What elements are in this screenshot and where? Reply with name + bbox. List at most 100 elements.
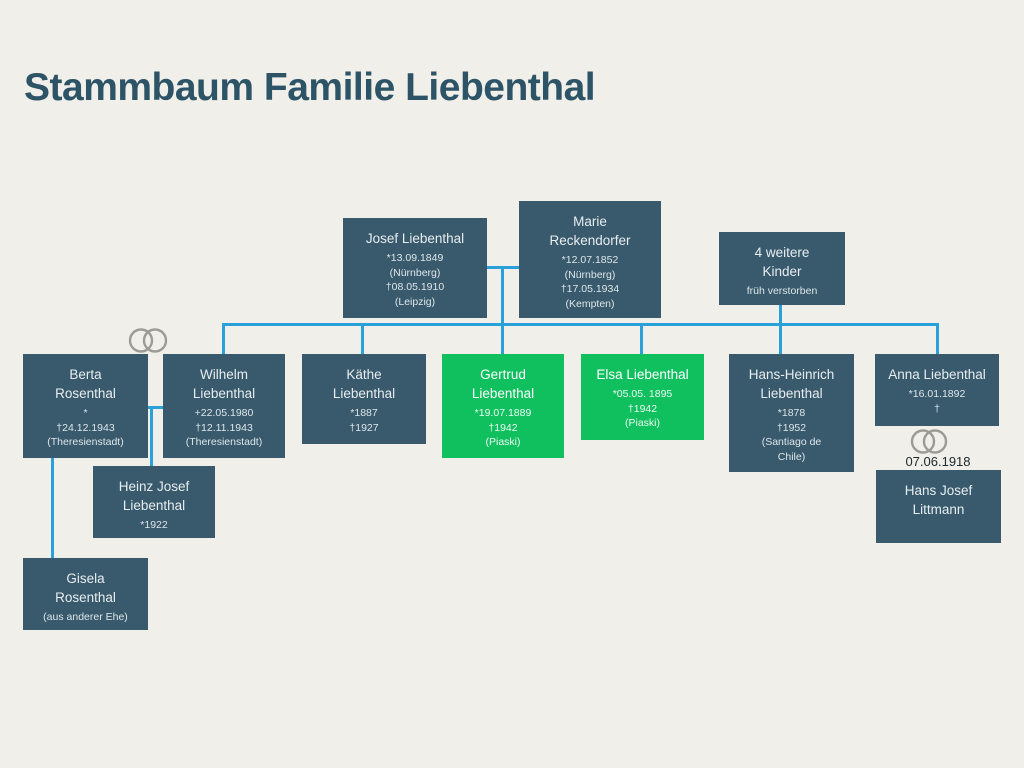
connector-drop-gisela [51, 458, 54, 558]
text-line: *1878 [777, 407, 806, 419]
text-line: Elsa Liebenthal [596, 367, 689, 382]
text-line: +22.05.1980 [194, 407, 254, 419]
person-card-josef[interactable]: Josef Liebenthal *13.09.1849 (Nürnberg) †0… [343, 218, 487, 318]
connector-marriage-berta-wilhelm [147, 406, 164, 409]
text-line: (Santiago de [761, 436, 822, 448]
text-line: Gertrud [480, 367, 526, 382]
person-details: *1887†1927 [302, 406, 426, 435]
text-line: Marie [573, 214, 607, 229]
person-card-elsa[interactable]: Elsa Liebenthal *05.05. 1895 †1942 (Piaski… [581, 354, 704, 440]
text-line: Wilhelm [199, 367, 248, 382]
marriage-date: 07.06.1918 [905, 454, 971, 469]
wedding-rings-icon [128, 328, 168, 353]
connector-drop-elsa [640, 323, 643, 354]
text-line: Berta [69, 367, 102, 382]
text-line: †17.05.1934 [560, 283, 620, 295]
connector-children-bus [222, 323, 939, 326]
text-line: †1927 [349, 421, 379, 434]
text-line: Hans-Heinrich [748, 367, 835, 382]
text-line: Hans Josef [904, 483, 973, 498]
text-line: Liebenthal [192, 386, 256, 401]
text-line: Chile) [777, 450, 806, 463]
person-details: *1878 †1952 (Santiago de Chile) [729, 406, 854, 464]
connector-drop-wilhelm [222, 323, 225, 354]
text-line: (Nürnberg) [389, 266, 441, 279]
connector-drop-kaethe [361, 323, 364, 354]
person-details: *05.05. 1895 †1942 (Piaski) [581, 387, 704, 431]
text-line: †1942 [627, 402, 658, 415]
text-line: Reckendorfer [549, 233, 631, 248]
text-line: (Piaski) [485, 436, 521, 448]
wedding-rings-icon [910, 429, 948, 454]
text-line: Liebenthal [760, 386, 823, 401]
text-line: † [934, 402, 940, 415]
text-line: *05.05. 1895 [612, 388, 673, 400]
text-line: *13.09.1849 [386, 252, 444, 264]
person-details: *19.07.1889 †1942 (Piaski) [442, 406, 564, 450]
connector-drop-anna [936, 323, 939, 354]
text-line: (Nürnberg) [564, 268, 616, 281]
text-line: Rosenthal [55, 386, 116, 401]
text-line: Liebenthal [122, 498, 186, 513]
text-line: †12.11.1943 [195, 421, 253, 434]
text-line: *12.07.1852 [561, 254, 619, 266]
text-line: Liebenthal [471, 386, 535, 401]
connector-parents-down [501, 266, 504, 354]
text-line: * [83, 407, 88, 419]
text-line: Liebenthal [332, 386, 396, 401]
text-line: Anna Liebenthal [888, 367, 986, 382]
text-line: *19.07.1889 [474, 407, 532, 419]
text-line: Käthe [346, 367, 382, 382]
person-details: früh verstorben [719, 284, 845, 299]
person-details: *16.01.1892 † [875, 387, 999, 416]
text-line: (Theresienstadt) [47, 436, 124, 448]
text-line: †24.12.1943 [56, 421, 115, 434]
person-details: +22.05.1980†12.11.1943(Theresienstadt) [163, 406, 285, 450]
text-line: †1952 [776, 421, 807, 434]
text-line: †08.05.1910 [385, 281, 445, 293]
person-details: *13.09.1849 (Nürnberg) †08.05.1910 (Leipzig… [343, 251, 487, 309]
text-line: (Piaski) [624, 417, 660, 429]
person-details: (aus anderer Ehe) [23, 610, 148, 625]
person-name: Elsa Liebenthal [581, 365, 704, 384]
connector-drop-heinz [150, 406, 153, 466]
person-name: Josef Liebenthal [343, 229, 487, 248]
text-line: *1922 [140, 519, 168, 531]
person-details: *12.07.1852 (Nürnberg) †17.05.1934 (Kempten… [519, 253, 661, 311]
person-details: *1922 [93, 518, 215, 533]
text-line: Rosenthal [55, 590, 116, 605]
text-line: (Kempten) [565, 297, 615, 310]
text-line: †1942 [488, 421, 518, 434]
page-title: Stammbaum Familie Liebenthal [24, 66, 596, 109]
text-line: (Leipzig) [394, 295, 436, 308]
text-line: Josef Liebenthal [365, 231, 465, 246]
text-line: *16.01.1892 [908, 388, 966, 400]
text-line: 4 weitere [754, 245, 810, 260]
person-name: Anna Liebenthal [875, 365, 999, 384]
text-line: Littmann [912, 502, 965, 517]
person-card-anna[interactable]: Anna Liebenthal *16.01.1892 † [875, 354, 999, 426]
text-line: Gisela [66, 571, 105, 586]
text-line: (aus anderer Ehe) [43, 611, 128, 623]
